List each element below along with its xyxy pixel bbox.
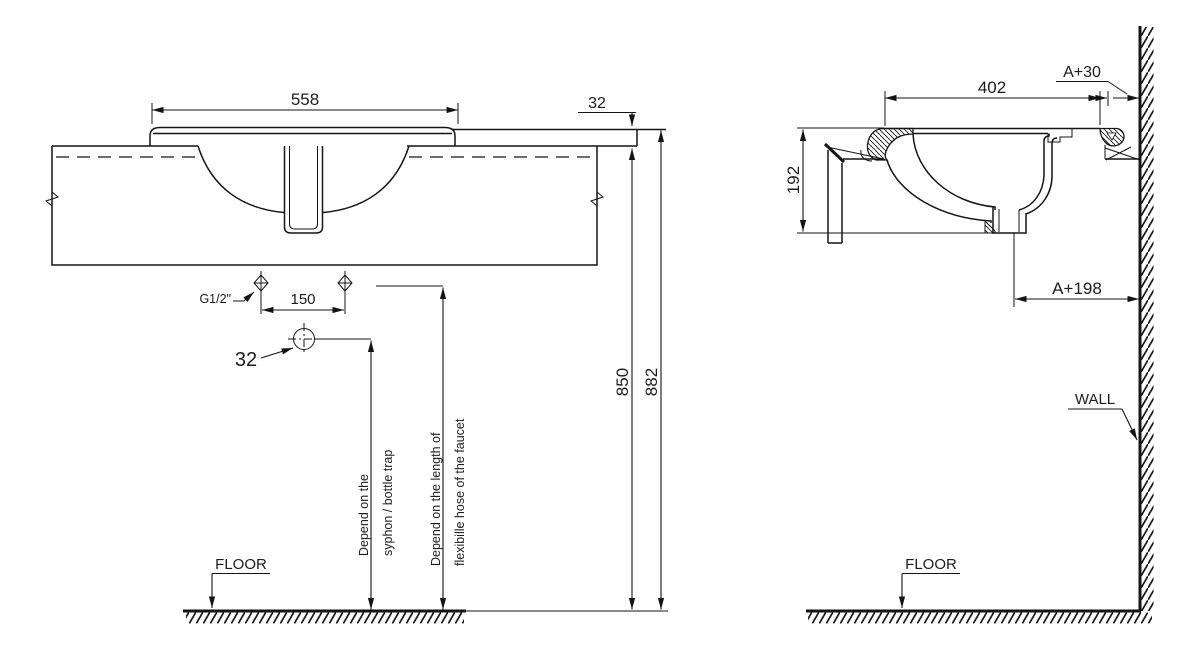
dim-rim-to-wall: A+30 — [1056, 64, 1139, 106]
dim-basin-height: 192 — [784, 127, 993, 234]
leader-diagonal — [1107, 81, 1128, 95]
syphon-note-line2: syphon / bottle trap — [381, 450, 395, 556]
dim-192-label: 192 — [784, 166, 803, 194]
countertop-section — [823, 142, 1141, 244]
note-hose: Depend on the length of flexibille hose … — [376, 285, 467, 610]
g12-label: G1/2" — [199, 292, 231, 306]
syphon-note-line1: Depend on the — [357, 474, 371, 556]
drain-mask — [285, 146, 322, 233]
side-view: 402 A+30 192 A+198 WALL — [784, 26, 1154, 624]
dim-150-label: 150 — [290, 291, 315, 308]
dim-402-label: 402 — [978, 78, 1006, 97]
drain-circle — [288, 323, 320, 355]
break-diagonal-rear-1 — [1104, 147, 1141, 161]
dim-850-label: 850 — [613, 368, 632, 396]
dim-a30-label: A+30 — [1063, 64, 1101, 81]
dim-32-drain-label: 32 — [235, 349, 257, 371]
wall-hatch — [1141, 27, 1154, 611]
bowl-outer-wall — [886, 159, 992, 223]
wall: WALL — [1068, 26, 1154, 611]
rim-rear-notch — [1106, 132, 1117, 141]
faucet-valve-2 — [337, 271, 353, 314]
basin-section — [860, 127, 1125, 307]
dim-basin-width: 558 — [151, 90, 459, 124]
hose-note-line2: flexibille hose of the faucet — [453, 418, 467, 566]
dim-drain-diameter: 32 — [235, 347, 294, 371]
leader-arrow — [1121, 408, 1138, 441]
dim-height-882: 882 — [642, 130, 665, 610]
drain-column-outer — [283, 146, 324, 234]
break-mark-left — [44, 191, 60, 207]
dim-drain-to-wall: A+198 — [1015, 279, 1139, 303]
faucet-valve-1 — [253, 271, 269, 314]
overflow-step — [1047, 129, 1073, 143]
basin-rim-outline — [149, 126, 456, 146]
drain-column-inner — [289, 146, 318, 230]
front-view: 558 32 850 882 — [44, 90, 668, 624]
hose-note-line1: Depend on the length of — [429, 432, 443, 566]
dim-hole-spacing: 150 — [262, 291, 344, 314]
dim-height-850: 850 — [613, 148, 636, 610]
label-faucet-thread: G1/2" — [199, 291, 255, 306]
break-mark-right — [589, 191, 605, 207]
clamp-hook — [860, 149, 873, 162]
floor-right: FLOOR — [806, 556, 1152, 624]
label-floor-right: FLOOR — [905, 556, 957, 573]
floor-hatch-left — [186, 612, 464, 624]
label-floor-left: FLOOR — [215, 556, 267, 573]
dim-basin-depth: 402 — [884, 78, 1101, 126]
bowl-inner-wall — [912, 133, 996, 210]
leader-arrow — [233, 291, 255, 302]
dim-countertop-thickness: 32 — [578, 95, 636, 126]
basin-front — [149, 126, 456, 234]
dim-32-top-label: 32 — [588, 95, 606, 112]
floor-hatch-right — [808, 612, 1152, 624]
leader-arrow — [260, 347, 294, 359]
dim-882-label: 882 — [642, 368, 661, 396]
note-syphon: Depend on the syphon / bottle trap — [315, 338, 395, 610]
dim-558-label: 558 — [291, 90, 319, 109]
countertop-front — [44, 128, 666, 266]
break-diagonal-rear-2 — [1105, 146, 1132, 161]
bowl-right-outer — [1025, 137, 1058, 215]
bowl-right-inner — [1018, 133, 1050, 211]
floor-left: FLOOR — [183, 556, 668, 624]
dim-a198-label: A+198 — [1052, 279, 1102, 298]
rim-cut-front — [866, 127, 914, 161]
countertop-slab-outline — [51, 146, 598, 266]
drain-box — [992, 207, 1027, 234]
label-wall: WALL — [1075, 391, 1115, 408]
